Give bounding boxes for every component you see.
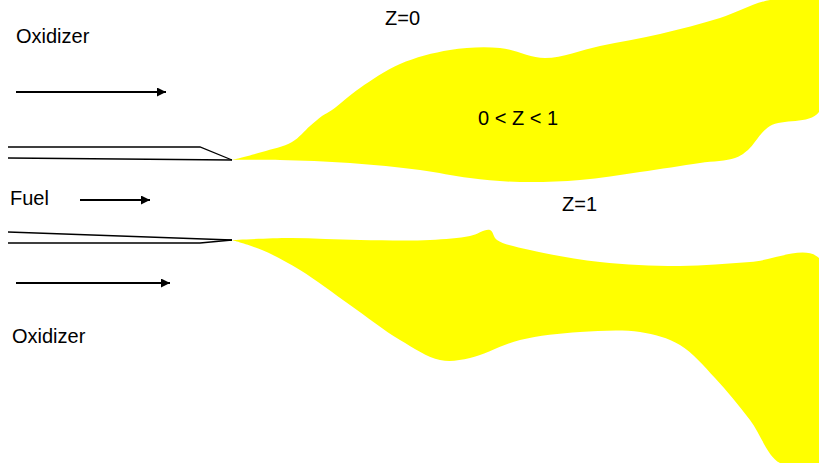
region-label: Oxidizer — [12, 325, 85, 347]
region-label: 0 < Z < 1 — [478, 107, 558, 129]
fuel-nozzle — [8, 147, 232, 243]
region-label-holder: Z=1 — [562, 192, 597, 216]
fuel-flow-arrow — [80, 199, 150, 201]
upper-mixing-layer — [232, 0, 819, 182]
region-label: Oxidizer — [16, 25, 89, 47]
nozzle-upper-outer-wall — [8, 147, 232, 160]
nozzle-lower-inner-wall — [8, 232, 232, 240]
nozzle-upper-inner-wall — [8, 158, 232, 160]
region-label: Z=1 — [562, 193, 597, 215]
region-label-holder: Fuel — [10, 186, 49, 210]
region-label-holder: Z=0 — [385, 6, 420, 30]
region-label-holder: Oxidizer — [12, 324, 85, 348]
region-label-holder: 0 < Z < 1 — [478, 106, 558, 130]
lower-mixing-layer — [232, 230, 819, 463]
nozzle-lower-outer-wall — [8, 240, 232, 243]
oxidizer-flow-arrow — [16, 282, 170, 284]
region-label: Fuel — [10, 187, 49, 209]
oxidizer-flow-arrow — [16, 91, 166, 93]
region-label: Z=0 — [385, 7, 420, 29]
region-label-holder: Oxidizer — [16, 24, 89, 48]
